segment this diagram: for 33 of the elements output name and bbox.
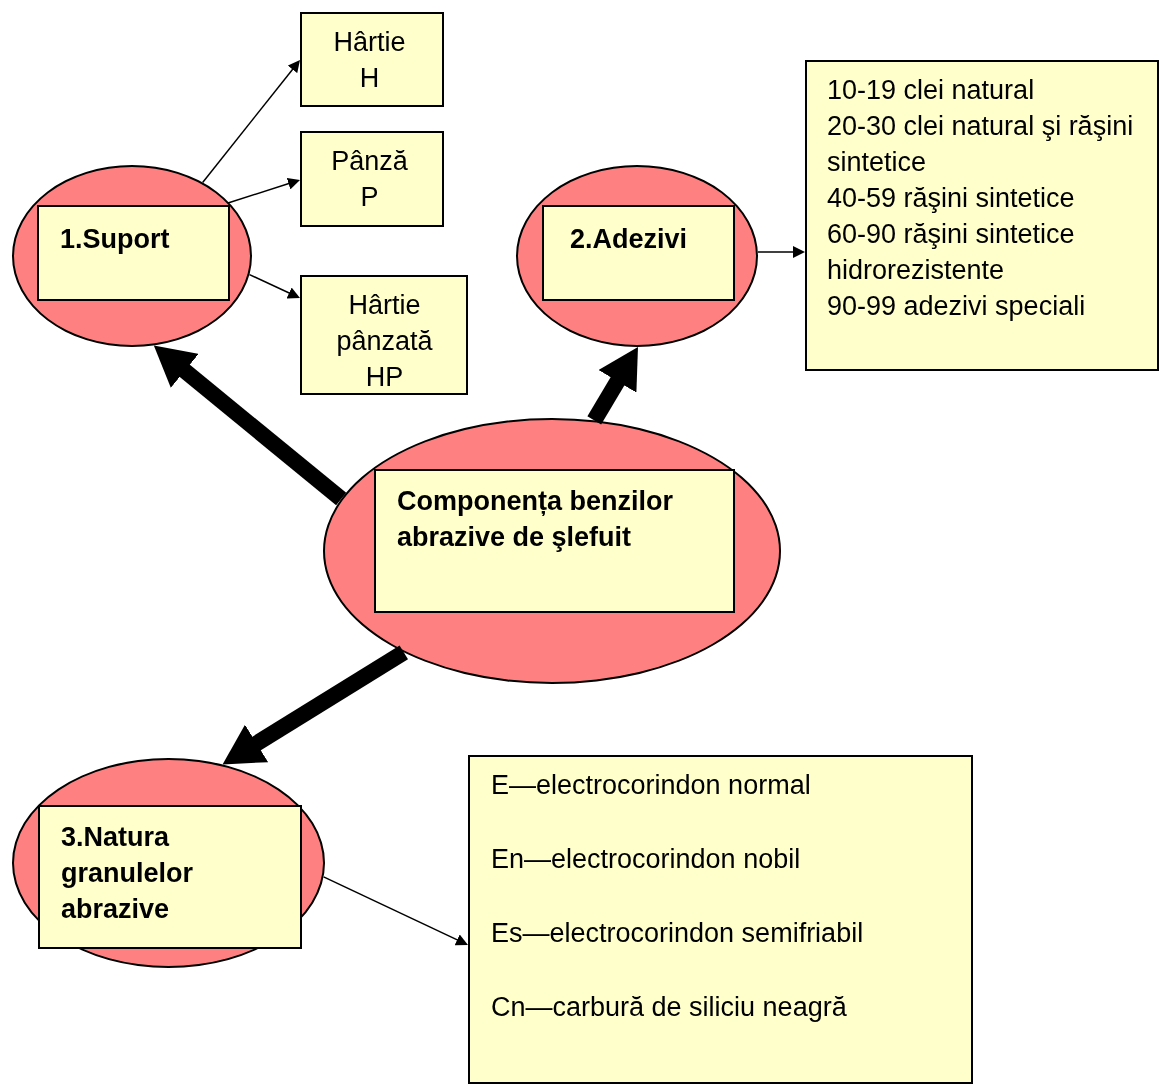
arrow [201, 60, 300, 184]
arrow [153, 345, 347, 506]
text-box [300, 12, 444, 107]
text-box [805, 60, 1159, 371]
node-text: Cn—carbură de siliciu neagră [491, 991, 848, 1024]
title-box [542, 205, 735, 301]
title-box [38, 805, 302, 949]
node-text: 2.Adezivi [570, 223, 689, 256]
arrow [222, 645, 408, 765]
title-box [37, 205, 230, 301]
node-text: 60-90 răşini sintetice hidrorezistente [827, 218, 1076, 287]
node-text: E—electrocorindon normal [491, 769, 812, 802]
node-text: Es—electrocorindon semifriabil [491, 917, 865, 950]
arrow [248, 273, 300, 299]
node-text: Hârtie H [332, 26, 407, 95]
text-box [300, 131, 444, 227]
arrow [227, 177, 300, 204]
node-text: Pânză P [330, 145, 409, 214]
node-text: 3.Natura granulelor abrazive [61, 821, 195, 926]
title-box [374, 469, 735, 613]
text-box [468, 755, 973, 1084]
node-text: En—electrocorindon nobil [491, 843, 802, 876]
node-text: 10-19 clei natural [827, 74, 1036, 107]
text-box [300, 275, 468, 395]
node-text: 1.Suport [60, 223, 171, 256]
node-text: Componența benzilor abrazive de şlefuit [397, 485, 674, 554]
node-text: Hârtie pânzată HP [335, 289, 434, 394]
node-text: 40-59 răşini sintetice [827, 182, 1076, 215]
arrow [322, 876, 468, 946]
node-text: 20-30 clei natural şi răşini sintetice [827, 110, 1135, 179]
arrow [587, 347, 638, 425]
arrow [757, 246, 805, 258]
node-text: 90-99 adezivi speciali [827, 290, 1087, 323]
